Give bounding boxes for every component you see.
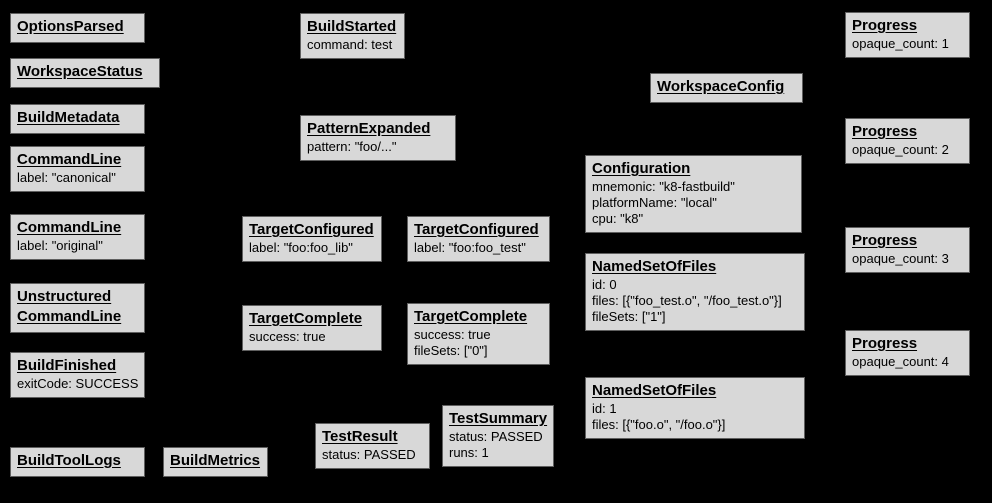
node-title: PatternExpanded [307,120,431,137]
event-node-targetconfigured: TargetConfigured label: "foo:foo_test" [407,216,550,262]
node-field: opaque_count: 4 [852,354,949,369]
event-node-buildtoollogs: BuildToolLogs [10,447,145,477]
event-node-patternexpanded: PatternExpanded pattern: "foo/..." [300,115,456,161]
node-field: opaque_count: 2 [852,142,949,157]
node-title: TestResult [322,428,398,445]
event-node-progress: Progress opaque_count: 1 [845,12,970,58]
node-field: fileSets: ["0"] [414,343,488,358]
event-node-buildmetadata: BuildMetadata [10,104,145,134]
event-node-configuration: Configuration mnemonic: "k8-fastbuild"pl… [585,155,802,233]
event-node-optionsparsed: OptionsParsed [10,13,145,43]
node-fields: label: "original" [17,238,138,254]
node-field: mnemonic: "k8-fastbuild" [592,179,735,194]
event-node-unstructuredcommandline: Unstructured CommandLine [10,283,145,333]
node-field: success: true [249,329,326,344]
node-fields: opaque_count: 4 [852,354,963,370]
node-field: opaque_count: 3 [852,251,949,266]
node-title: WorkspaceStatus [17,63,143,80]
event-node-commandline: CommandLine label: "original" [10,214,145,260]
node-title: TargetComplete [249,310,363,327]
node-fields: label: "foo:foo_lib" [249,240,375,256]
event-node-buildstarted: BuildStarted command: test [300,13,405,59]
node-title: Progress [852,123,918,140]
node-title: BuildStarted [307,18,397,35]
node-title: NamedSetOfFiles [592,258,717,275]
node-field: files: [{"foo.o", "/foo.o"}] [592,417,726,432]
node-fields: opaque_count: 2 [852,142,963,158]
event-node-workspacestatus: WorkspaceStatus [10,58,160,88]
node-field: label: "foo:foo_lib" [249,240,353,255]
node-field: command: test [307,37,393,52]
node-field: status: PASSED [322,447,416,462]
node-title: CommandLine [17,219,122,236]
node-field: exitCode: SUCCESS [17,376,139,391]
node-field: fileSets: ["1"] [592,309,666,324]
event-node-buildmetrics: BuildMetrics [163,447,268,477]
node-field: cpu: "k8" [592,211,644,226]
node-title: Unstructured CommandLine [17,288,122,325]
event-node-progress: Progress opaque_count: 2 [845,118,970,164]
event-node-buildfinished: BuildFinished exitCode: SUCCESS [10,352,146,398]
node-field: files: [{"foo_test.o", "/foo_test.o"}] [592,293,782,308]
node-title: BuildToolLogs [17,452,121,469]
node-fields: mnemonic: "k8-fastbuild"platformName: "l… [592,179,795,227]
event-node-progress: Progress opaque_count: 4 [845,330,970,376]
node-field: success: true [414,327,491,342]
node-title: TargetConfigured [414,221,539,238]
node-title: Configuration [592,160,691,177]
event-node-targetconfigured: TargetConfigured label: "foo:foo_lib" [242,216,382,262]
node-title: TestSummary [449,410,548,427]
event-node-testresult: TestResult status: PASSED [315,423,430,469]
node-title: BuildMetrics [170,452,261,469]
node-fields: opaque_count: 3 [852,251,963,267]
node-fields: label: "foo:foo_test" [414,240,543,256]
node-field: label: "original" [17,238,103,253]
node-field: runs: 1 [449,445,489,460]
node-title: Progress [852,232,918,249]
node-title: TargetComplete [414,308,528,325]
node-field: platformName: "local" [592,195,717,210]
event-node-commandline: CommandLine label: "canonical" [10,146,145,192]
node-fields: status: PASSED [322,447,423,463]
node-fields: exitCode: SUCCESS [17,376,138,392]
node-field: label: "canonical" [17,170,116,185]
node-field: opaque_count: 1 [852,36,949,51]
node-field: pattern: "foo/..." [307,139,397,154]
event-node-workspaceconfig: WorkspaceConfig [650,73,803,103]
node-field: status: PASSED [449,429,543,444]
node-title: BuildFinished [17,357,117,374]
node-title: OptionsParsed [17,18,124,35]
event-node-progress: Progress opaque_count: 3 [845,227,970,273]
node-fields: pattern: "foo/..." [307,139,449,155]
node-title: Progress [852,335,918,352]
node-fields: opaque_count: 1 [852,36,963,52]
event-node-targetcomplete: TargetComplete success: true [242,305,382,351]
node-fields: label: "canonical" [17,170,138,186]
node-title: NamedSetOfFiles [592,382,717,399]
node-title: Progress [852,17,918,34]
node-fields: success: true [249,329,375,345]
node-field: label: "foo:foo_test" [414,240,526,255]
node-title: TargetConfigured [249,221,374,238]
node-title: CommandLine [17,151,122,168]
node-field: id: 1 [592,401,617,416]
node-field: id: 0 [592,277,617,292]
node-title: WorkspaceConfig [657,78,785,95]
node-title: BuildMetadata [17,109,120,126]
node-fields: command: test [307,37,398,53]
